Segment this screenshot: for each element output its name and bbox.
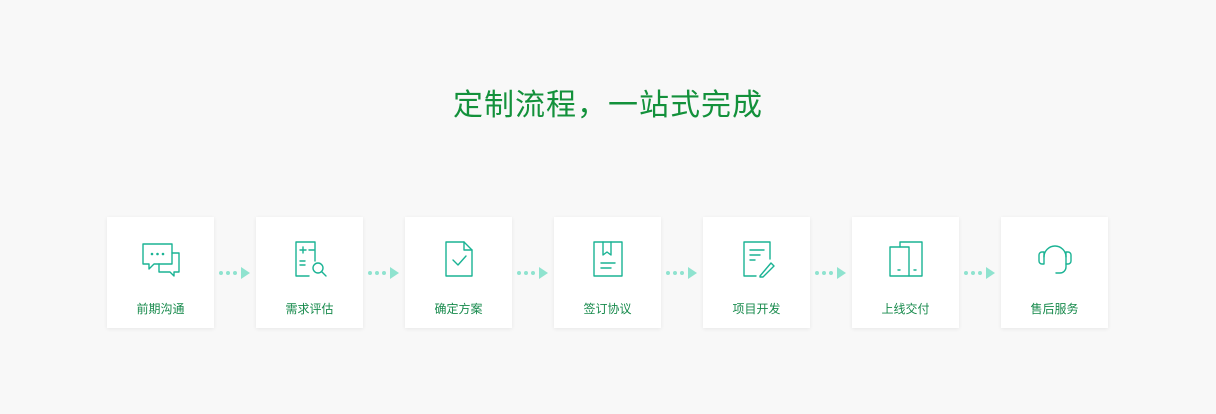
- step-card-delivery[interactable]: 上线交付: [852, 217, 959, 328]
- step-label: 签订协议: [583, 302, 632, 316]
- step-arrow: [512, 217, 554, 328]
- page-title: 定制流程，一站式完成: [453, 88, 763, 123]
- step-card-development[interactable]: 项目开发: [703, 217, 810, 328]
- step-card-after-sales[interactable]: 售后服务: [1001, 217, 1108, 328]
- devices-icon: [885, 239, 927, 279]
- calculator-search-icon: [289, 239, 331, 279]
- step-card-solution[interactable]: 确定方案: [405, 217, 512, 328]
- step-label: 前期沟通: [136, 302, 185, 316]
- step-label: 确定方案: [434, 302, 483, 316]
- step-arrow: [363, 217, 405, 328]
- document-check-icon: [438, 239, 480, 279]
- step-card-assessment[interactable]: 需求评估: [256, 217, 363, 328]
- step-card-consultation[interactable]: 前期沟通: [107, 217, 214, 328]
- bookmark-book-icon: [587, 239, 629, 279]
- headset-icon: [1034, 239, 1076, 279]
- step-card-agreement[interactable]: 签订协议: [554, 217, 661, 328]
- document-edit-icon: [736, 239, 778, 279]
- step-arrow: [661, 217, 703, 328]
- chat-bubbles-icon: [140, 239, 182, 279]
- step-label: 需求评估: [285, 302, 334, 316]
- process-steps: 前期沟通 需求评估: [107, 217, 1108, 328]
- step-label: 上线交付: [881, 302, 930, 316]
- step-label: 项目开发: [732, 302, 781, 316]
- step-arrow: [959, 217, 1001, 328]
- step-label: 售后服务: [1030, 302, 1079, 316]
- step-arrow: [810, 217, 852, 328]
- step-arrow: [214, 217, 256, 328]
